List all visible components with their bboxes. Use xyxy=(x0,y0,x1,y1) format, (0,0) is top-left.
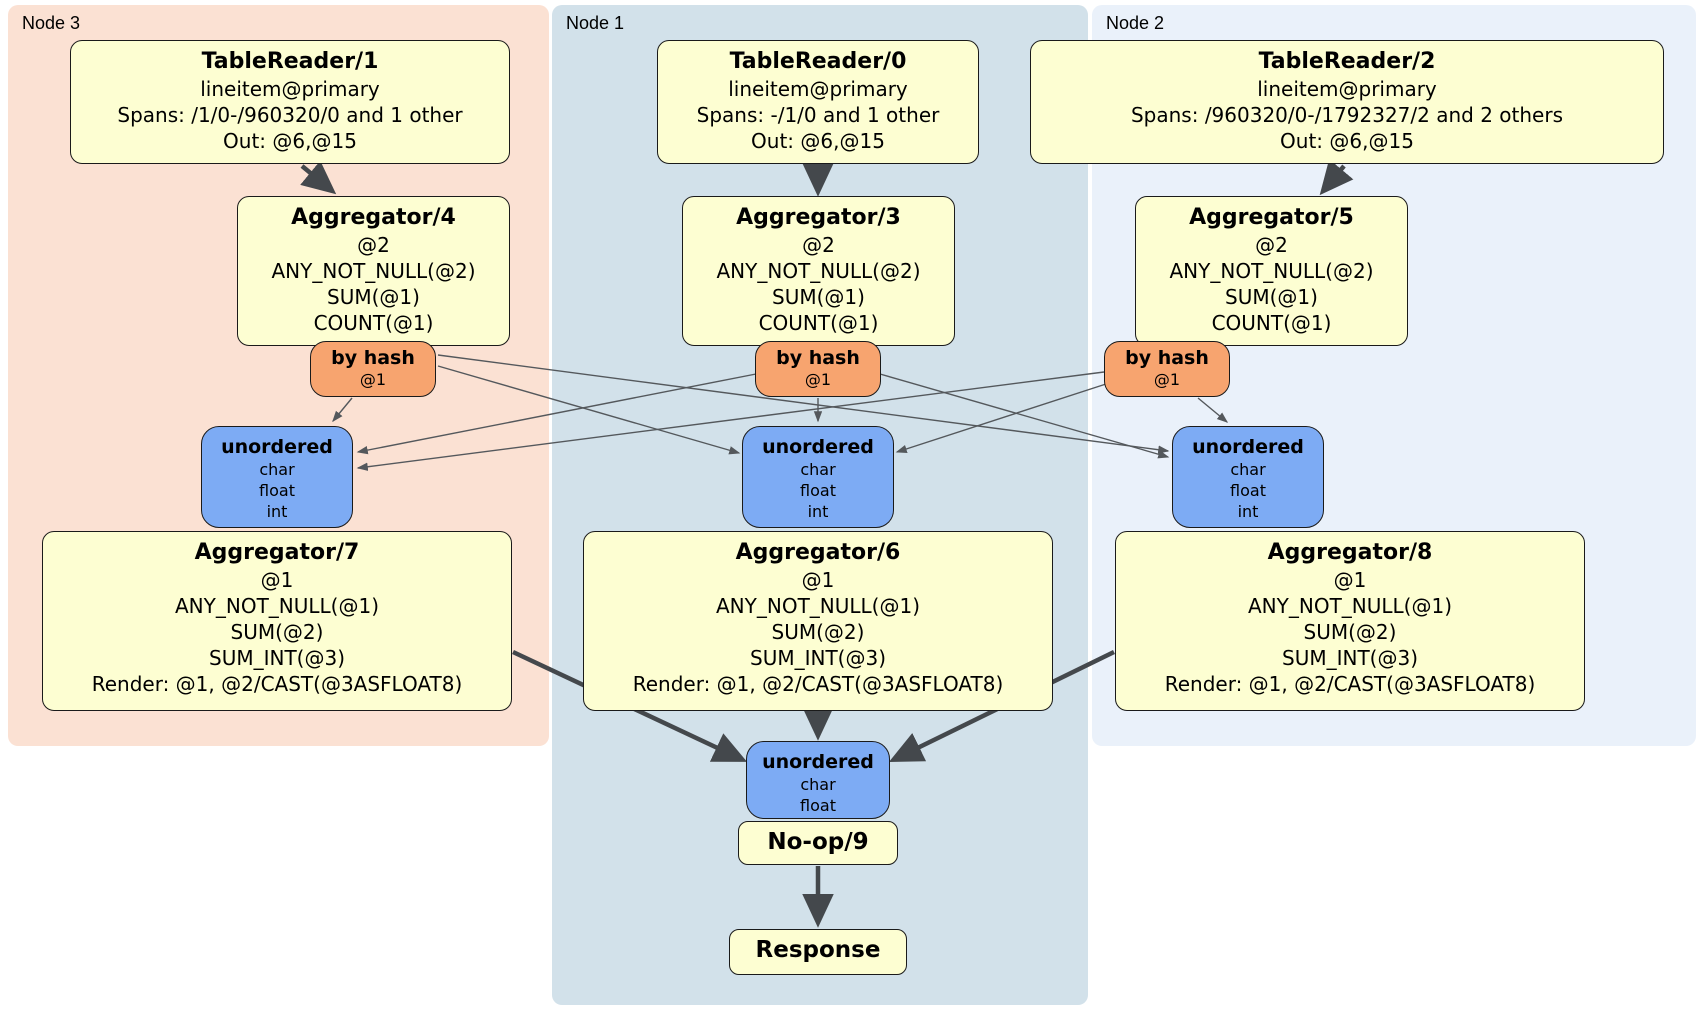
processor-tablereader-1: TableReader/1 lineitem@primary Spans: /1… xyxy=(70,40,510,164)
agg-group-cols: @1 xyxy=(260,568,294,592)
stream-type: int xyxy=(807,502,829,521)
agg-fn: SUM_INT(@3) xyxy=(750,646,886,670)
node1-region-label: Node 1 xyxy=(566,13,625,33)
router-by-hash-4: by hash @1 xyxy=(310,341,436,397)
processor-spans: Spans: /960320/0-/1792327/2 and 2 others xyxy=(1130,103,1563,127)
stream-type: int xyxy=(266,502,288,521)
processor-spans: Spans: /1/0-/960320/0 and 1 other xyxy=(117,103,463,127)
stream-unordered-9: unordered char float xyxy=(746,741,890,819)
agg-fn: SUM(@2) xyxy=(230,620,324,644)
processor-title: Aggregator/6 xyxy=(735,540,901,565)
router-by-hash-3: by hash @1 xyxy=(755,341,881,397)
agg-group-cols: @1 xyxy=(1333,568,1367,592)
processor-title: Aggregator/5 xyxy=(1189,205,1354,230)
edge-bh4-un8 xyxy=(437,354,1170,454)
agg-fn: ANY_NOT_NULL(@2) xyxy=(1169,259,1374,283)
edge-bh4-un6 xyxy=(437,365,741,455)
stream-title: unordered xyxy=(1192,436,1304,458)
router-columns: @1 xyxy=(804,370,832,389)
agg-fn: ANY_NOT_NULL(@2) xyxy=(716,259,921,283)
stream-type: char xyxy=(800,460,836,479)
agg-fn: ANY_NOT_NULL(@1) xyxy=(175,594,379,618)
router-columns: @1 xyxy=(1153,370,1181,389)
processor-aggregator-7: Aggregator/7 @1 ANY_NOT_NULL(@1) SUM(@2)… xyxy=(42,531,512,711)
edge-bh5-un6 xyxy=(895,383,1107,453)
agg-fn: ANY_NOT_NULL(@1) xyxy=(716,594,920,618)
router-columns: @1 xyxy=(359,370,387,389)
agg-group-cols: @2 xyxy=(1255,233,1288,257)
processor-response: Response xyxy=(729,929,907,975)
processor-index: lineitem@primary xyxy=(1257,77,1437,101)
stream-type: char xyxy=(800,775,836,794)
node3-region-label: Node 3 xyxy=(22,13,81,33)
processor-title: Aggregator/4 xyxy=(291,205,456,230)
agg-fn: ANY_NOT_NULL(@1) xyxy=(1248,594,1452,618)
edge-bh3-un8 xyxy=(879,373,1170,459)
processor-tablereader-2: TableReader/2 lineitem@primary Spans: /9… xyxy=(1030,40,1664,164)
stream-unordered-7: unordered char float int xyxy=(201,426,353,528)
router-title: by hash xyxy=(1125,347,1209,369)
agg-fn: COUNT(@1) xyxy=(758,311,879,335)
processor-title: No-op/9 xyxy=(767,829,869,855)
router-title: by hash xyxy=(331,347,415,369)
agg-group-cols: @2 xyxy=(802,233,835,257)
processor-index: lineitem@primary xyxy=(200,77,380,101)
processor-tablereader-0: TableReader/0 lineitem@primary Spans: -/… xyxy=(657,40,979,164)
edge-bh5-un8 xyxy=(1197,397,1229,423)
processor-title: TableReader/0 xyxy=(729,49,907,74)
stream-unordered-8: unordered char float int xyxy=(1172,426,1324,528)
agg-group-cols: @2 xyxy=(357,233,390,257)
node2-region-label: Node 2 xyxy=(1106,13,1165,33)
stream-type: char xyxy=(1230,460,1266,479)
router-by-hash-5: by hash @1 xyxy=(1104,341,1230,397)
edge-bh5-un7 xyxy=(356,371,1105,471)
stream-type: int xyxy=(1237,502,1259,521)
processor-title: TableReader/2 xyxy=(1258,49,1436,74)
processor-title: Response xyxy=(755,937,881,963)
processor-aggregator-4: Aggregator/4 @2 ANY_NOT_NULL(@2) SUM(@1)… xyxy=(237,196,510,346)
edge-bh3-un7 xyxy=(356,373,757,455)
agg-fn: SUM_INT(@3) xyxy=(209,646,345,670)
processor-out: Out: @6,@15 xyxy=(223,129,357,153)
agg-fn: COUNT(@1) xyxy=(313,311,434,335)
agg-fn: SUM(@1) xyxy=(327,285,420,309)
stream-type: char xyxy=(259,460,295,479)
edge-tr1-agg4 xyxy=(300,160,337,195)
agg-fn: SUM(@2) xyxy=(1303,620,1397,644)
processor-title: TableReader/1 xyxy=(201,49,379,74)
agg-group-cols: @1 xyxy=(801,568,835,592)
stream-type: float xyxy=(800,481,836,500)
processor-out: Out: @6,@15 xyxy=(1280,129,1414,153)
edge-tr2-agg5 xyxy=(1319,159,1354,196)
processor-aggregator-6: Aggregator/6 @1 ANY_NOT_NULL(@1) SUM(@2)… xyxy=(583,531,1053,711)
agg-fn: SUM(@1) xyxy=(1225,285,1318,309)
stream-type: float xyxy=(1230,481,1266,500)
processor-aggregator-8: Aggregator/8 @1 ANY_NOT_NULL(@1) SUM(@2)… xyxy=(1115,531,1585,711)
stream-title: unordered xyxy=(762,751,874,773)
stream-type: float xyxy=(800,796,836,815)
agg-render: Render: @1, @2/CAST(@3ASFLOAT8) xyxy=(1164,672,1536,696)
stream-title: unordered xyxy=(221,436,333,458)
processor-index: lineitem@primary xyxy=(728,77,908,101)
agg-render: Render: @1, @2/CAST(@3ASFLOAT8) xyxy=(632,672,1004,696)
router-title: by hash xyxy=(776,347,860,369)
processor-aggregator-3: Aggregator/3 @2 ANY_NOT_NULL(@2) SUM(@1)… xyxy=(682,196,955,346)
processor-title: Aggregator/8 xyxy=(1267,540,1433,565)
processor-title: Aggregator/3 xyxy=(736,205,901,230)
agg-render: Render: @1, @2/CAST(@3ASFLOAT8) xyxy=(91,672,463,696)
processor-noop-9: No-op/9 xyxy=(738,821,898,865)
agg-fn: SUM_INT(@3) xyxy=(1282,646,1418,670)
agg-fn: COUNT(@1) xyxy=(1211,311,1332,335)
agg-fn: SUM(@2) xyxy=(771,620,865,644)
processor-aggregator-5: Aggregator/5 @2 ANY_NOT_NULL(@2) SUM(@1)… xyxy=(1135,196,1408,346)
agg-fn: ANY_NOT_NULL(@2) xyxy=(271,259,476,283)
agg-fn: SUM(@1) xyxy=(772,285,865,309)
processor-spans: Spans: -/1/0 and 1 other xyxy=(696,103,940,127)
processor-title: Aggregator/7 xyxy=(194,540,360,565)
stream-unordered-6: unordered char float int xyxy=(742,426,894,528)
stream-title: unordered xyxy=(762,436,874,458)
edge-bh4-un7 xyxy=(332,397,353,423)
stream-type: float xyxy=(259,481,295,500)
processor-out: Out: @6,@15 xyxy=(751,129,885,153)
